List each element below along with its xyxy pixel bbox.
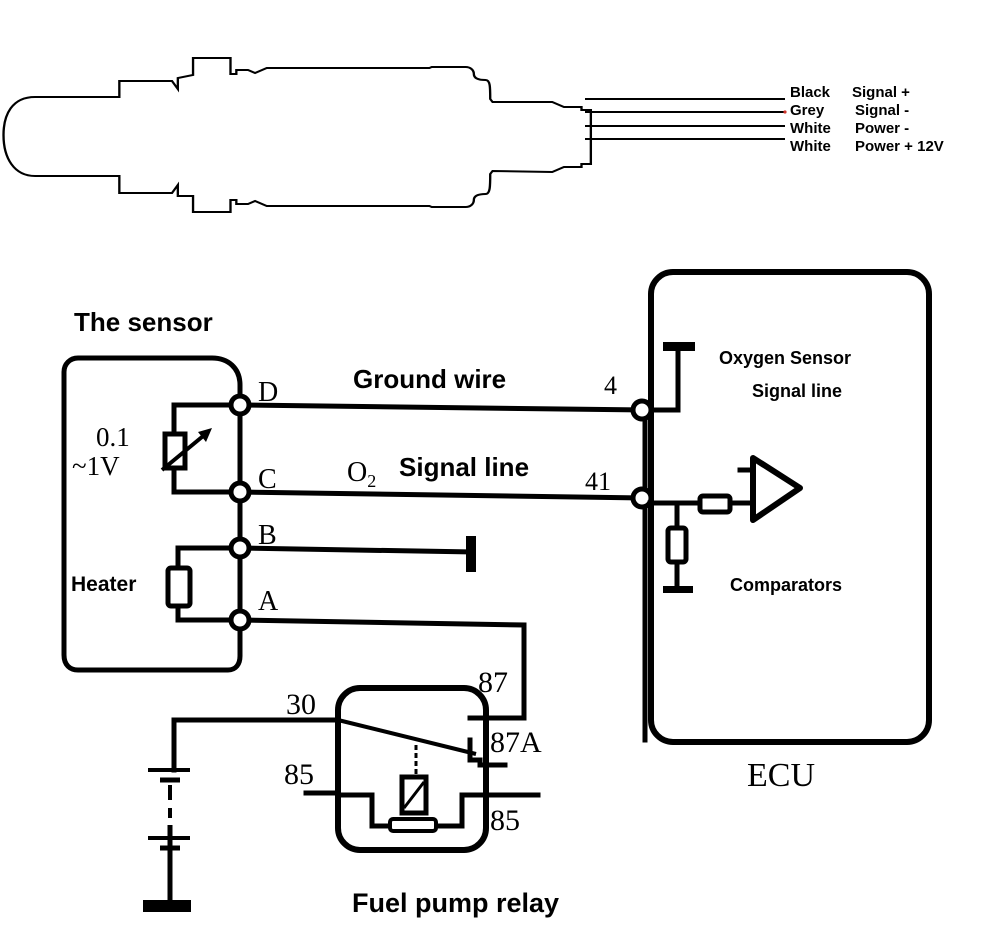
relay-pin-30: 30 [286, 688, 316, 721]
sensor-voltage-top: 0.1 [96, 422, 130, 452]
sensor-title: The sensor [74, 307, 213, 337]
ecu-pin-41-label: 41 [585, 467, 611, 496]
sensor-internal-wiring [160, 402, 243, 623]
pin-b-node [228, 536, 252, 560]
oxygen-sensor-outline [2, 57, 593, 213]
battery-feed-wire [171, 717, 341, 773]
sensor-box [61, 355, 243, 673]
pulldown-ground-symbol [663, 586, 693, 593]
series-resistor [697, 493, 733, 515]
grey-wire-marker [783, 110, 787, 114]
ecu-pin-4-label: 4 [604, 371, 617, 400]
relay-pin-85-left: 85 [284, 758, 314, 791]
wire-function-black: Signal + [852, 84, 910, 101]
ecu-ground-stub [642, 345, 681, 413]
variable-resistor-arrowhead [198, 428, 212, 442]
ecu-label-line2: Signal line [752, 381, 842, 401]
pin-d-node [228, 393, 252, 417]
wire-function-white-1: Power - [855, 120, 909, 137]
sensor-voltage-bottom: ~1V [72, 451, 120, 481]
pulldown-resistor [665, 525, 689, 565]
relay-pin-85-right: 85 [490, 804, 520, 837]
wire-color-white-2: White [790, 138, 831, 155]
wire-function-grey: Signal - [855, 102, 909, 119]
ecu-ground-symbol [663, 342, 695, 351]
ground-wire [237, 402, 645, 413]
wire-legend: Black Signal + Grey Signal - White Power… [790, 84, 944, 155]
wire-color-grey: Grey [790, 102, 825, 119]
pin-a-node [228, 608, 252, 632]
relay-title: Fuel pump relay [352, 888, 559, 918]
comparator-network [647, 455, 803, 593]
relay-diode [388, 817, 438, 833]
ground-wire-label: Ground wire [353, 364, 506, 394]
heater-resistor [165, 565, 193, 609]
wire-color-white-1: White [790, 120, 831, 137]
wire-color-black: Black [790, 84, 831, 101]
pin-c-node [228, 480, 252, 504]
heater-ground-wire [237, 545, 475, 555]
relay-switch-arm [337, 718, 477, 756]
variable-resistor-arrow [160, 430, 210, 472]
battery-icon [143, 768, 191, 912]
pin-a-label: A [258, 586, 279, 617]
ecu-title: ECU [747, 757, 815, 794]
sensor-lead-wires [585, 98, 787, 140]
comparator-symbol [750, 455, 803, 523]
heater-ground-symbol [466, 536, 476, 572]
pin-b-label: B [258, 520, 277, 551]
relay-box [335, 685, 489, 853]
heater-label: Heater [71, 573, 136, 596]
o2-label: O2 [347, 457, 376, 491]
signal-line-label: Signal line [399, 452, 529, 482]
heater-power-wire [237, 617, 527, 721]
pin-c-label: C [258, 464, 277, 495]
ecu-box [648, 269, 932, 745]
battery-ground-symbol [143, 900, 191, 912]
relay-pin-87: 87 [478, 666, 508, 699]
ecu-label-line1: Oxygen Sensor [719, 348, 851, 368]
ecu-pin-4-node [630, 398, 654, 422]
pin-d-label: D [258, 377, 278, 408]
relay-pin-87a: 87A [490, 726, 542, 759]
wire-function-white-2: Power + 12V [855, 138, 944, 155]
o2-signal-wire [237, 489, 645, 501]
comparators-label: Comparators [730, 575, 842, 595]
ecu-pin-41-node [630, 486, 654, 510]
